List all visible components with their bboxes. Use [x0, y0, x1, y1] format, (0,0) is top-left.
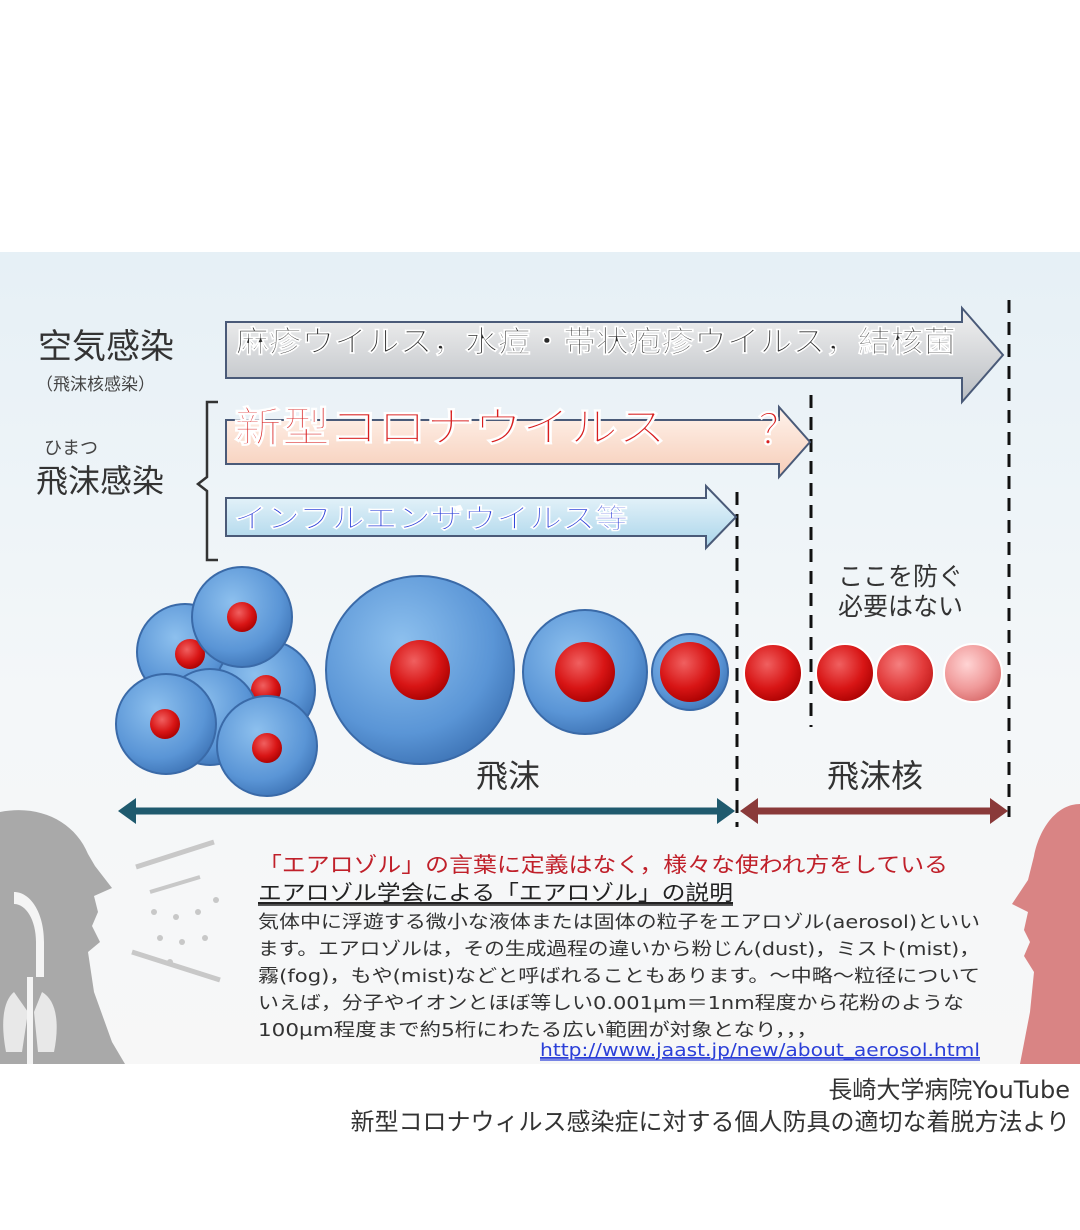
measles-arrow-label: 麻疹ウイルス，水痘・帯状疱疹ウイルス，結核菌 — [236, 325, 956, 360]
aerosol-definition-note: 「エアロゾル」の言葉に定義はなく，様々な使われ方をしている — [258, 853, 948, 877]
no-need-line1: ここを防ぐ — [838, 562, 963, 591]
nucleus-range-arrow — [740, 798, 1008, 824]
explanation-body-line-2: ます。エアロゾルは，その生成過程の違いから粉じん(dust)，ミスト(mist)… — [258, 939, 980, 960]
measles-arrow — [225, 305, 1005, 405]
nucleus-2 — [815, 643, 875, 703]
airborne-label: 空気感染 — [38, 327, 174, 367]
bracket — [195, 400, 218, 562]
droplet-ruby: ひまつ — [44, 438, 98, 459]
source-url-link[interactable]: http://www.jaast.jp/new/about_aerosol.ht… — [540, 1040, 980, 1061]
droplet-cluster — [115, 566, 318, 797]
coughing-person-silhouette — [0, 810, 125, 1064]
nucleus-1 — [743, 643, 803, 703]
caption-title: 新型コロナウィルス感染症に対する個人防具の適切な着脱方法より — [350, 1108, 1070, 1136]
droplet-range-arrow — [118, 798, 735, 824]
airborne-sub-label: （飛沫核感染） — [36, 375, 155, 395]
droplet-label: 飛沫感染 — [36, 462, 164, 500]
droplet-large — [325, 575, 515, 765]
explanation-body-line-1: 気体中に浮遊する微小な液体または固体の粒子をエアロゾル(aerosol)といい — [258, 912, 980, 933]
droplet-range-label: 飛沫 — [476, 757, 540, 795]
influenza-arrow-label: インフルエンザウイルス等 — [234, 502, 628, 535]
receiving-person-silhouette — [1012, 804, 1080, 1064]
caption-source: 長崎大学病院YouTube — [828, 1076, 1070, 1104]
corona-arrow — [225, 404, 812, 480]
explanation-body-line-3: 霧(fog)，もや(mist)などと呼ばれることもあります。～中略～粒径について — [258, 966, 980, 987]
aerosol-slide: 空気感染 （飛沫核感染） ひまつ 飛沫感染 麻疹ウイルス，水痘・帯状疱疹ウイルス… — [0, 252, 1080, 1064]
droplet-medium — [522, 609, 648, 735]
corona-arrow-label: 新型コロナウイルス — [234, 403, 666, 452]
nucleus-range-label: 飛沫核 — [827, 757, 923, 795]
nucleus-3 — [875, 643, 935, 703]
droplet-small — [651, 633, 729, 711]
influenza-arrow — [225, 483, 738, 551]
spray — [131, 839, 221, 983]
corona-question-mark: ？ — [758, 405, 800, 454]
no-need-line2: 必要はない — [838, 592, 963, 621]
explanation-body-line-4: いえば，分子やイオンとほぼ等しい0.001μm＝1nm程度から花粉のような — [258, 993, 964, 1014]
aerosol-explanation-heading: エアロゾル学会による「エアロゾル」の説明 — [258, 881, 733, 905]
nucleus-4 — [943, 643, 1003, 703]
explanation-body-line-5: 100μm程度まで約5桁にわたる広い範囲が対象となり，，， — [258, 1020, 818, 1041]
